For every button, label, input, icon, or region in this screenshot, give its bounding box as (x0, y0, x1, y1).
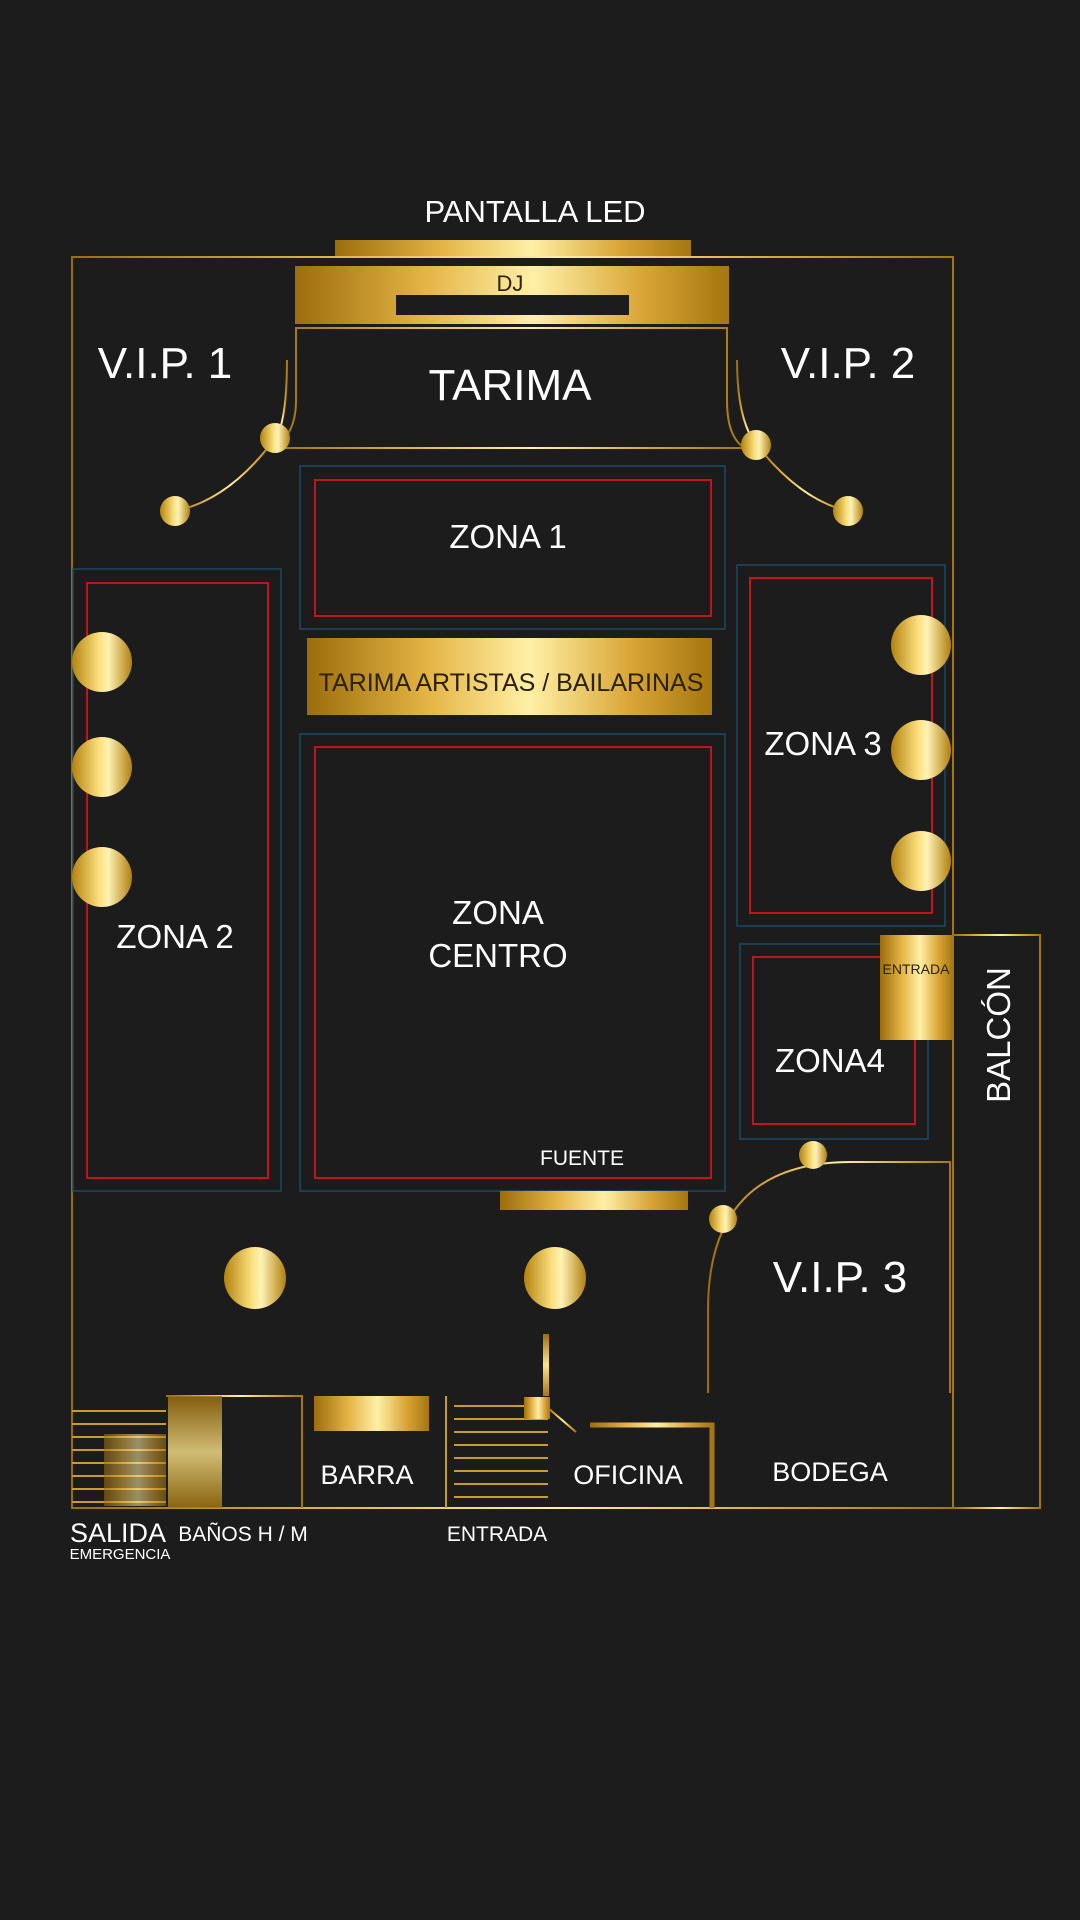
fuente (500, 1191, 688, 1210)
columns (72, 423, 951, 1309)
dj-label: DJ (497, 271, 524, 296)
vip3-label: V.I.P. 3 (773, 1253, 908, 1302)
salida-label: SALIDA (70, 1518, 166, 1548)
entrada-label: ENTRADA (447, 1523, 547, 1546)
zona3-label: ZONA 3 (764, 725, 881, 762)
column (524, 1247, 586, 1309)
zona-centro-label-line1: ZONA (452, 894, 544, 931)
banos-door (168, 1396, 222, 1508)
column (891, 615, 951, 675)
column (260, 423, 290, 453)
column (891, 831, 951, 891)
pantalla-led-label: PANTALLA LED (424, 194, 645, 229)
zona-centro-label-line2: CENTRO (428, 937, 567, 974)
column (709, 1205, 737, 1233)
column (72, 847, 132, 907)
balcon-entrance (880, 935, 953, 1040)
banos-label: BAÑOS H / M (178, 1522, 308, 1546)
vip2-label: V.I.P. 2 (781, 339, 916, 388)
entrada-door (524, 1397, 550, 1419)
dj-booth: DJ (295, 266, 729, 324)
tarima-artistas-label: TARIMA ARTISTAS / BAILARINAS (319, 669, 704, 697)
column (72, 737, 132, 797)
zona2-label: ZONA 2 (116, 918, 233, 955)
balcon-label: BALCÓN (980, 967, 1017, 1103)
zona1-label: ZONA 1 (449, 518, 566, 555)
tarima-artistas-stage (307, 638, 712, 715)
bodega-label: BODEGA (772, 1457, 888, 1487)
zona4-label: ZONA4 (775, 1042, 885, 1079)
column (741, 430, 771, 460)
outer-walls (71, 256, 1041, 1509)
vip3 (590, 1160, 953, 1394)
zona1 (299, 465, 726, 630)
column (160, 496, 190, 526)
entrada-balcon-label: ENTRADA (883, 961, 951, 977)
column (891, 720, 951, 780)
zona4 (739, 943, 929, 1140)
entrada-post (543, 1334, 549, 1396)
tarima-label: TARIMA (429, 361, 593, 410)
fuente-label: FUENTE (540, 1147, 624, 1170)
oficina-label: OFICINA (573, 1460, 683, 1490)
vip1-label: V.I.P. 1 (98, 339, 233, 388)
column (224, 1247, 286, 1309)
column (72, 632, 132, 692)
led-screen (335, 240, 691, 256)
oficina-walls (590, 1422, 715, 1508)
barra-label: BARRA (320, 1460, 413, 1490)
column (833, 496, 863, 526)
salida-door (104, 1434, 166, 1506)
barra-counter (314, 1396, 429, 1431)
emergencia-label: EMERGENCIA (70, 1546, 171, 1563)
column (799, 1141, 827, 1169)
